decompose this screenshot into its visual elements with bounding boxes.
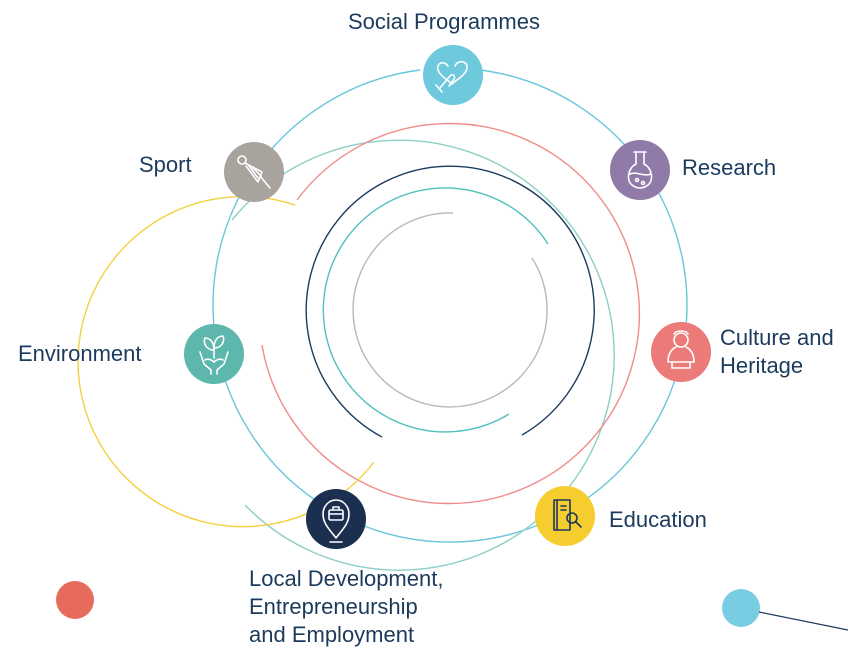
- label-environment: Environment: [18, 341, 142, 366]
- ring-yellow: [77, 195, 375, 528]
- label-sport: Sport: [139, 152, 192, 177]
- label-culture-heritage: Culture and Heritage: [720, 324, 834, 380]
- ring-coral: [261, 122, 641, 505]
- book-magnifier-icon: [553, 499, 582, 531]
- label-research: Research: [682, 155, 777, 180]
- decorative-coral-dot: [56, 581, 94, 619]
- flask-icon: [627, 151, 653, 189]
- sport-node[interactable]: [224, 142, 284, 202]
- social-programmes-node[interactable]: [423, 45, 483, 105]
- decorative-blue-dot: [722, 589, 760, 627]
- rings: [77, 69, 688, 571]
- research-node[interactable]: [610, 140, 670, 200]
- label-education: Education: [609, 507, 707, 532]
- heart-hand-icon: [435, 60, 468, 93]
- ring-inner-teal: [322, 187, 549, 433]
- label-local-development: Local Development, Entrepreneurship and …: [249, 565, 443, 649]
- label-local-line-1: Local Development,: [249, 566, 444, 591]
- decorative-line: [758, 611, 848, 631]
- label-culture-line-1: Culture and: [720, 325, 834, 350]
- shuttlecock-icon: [237, 155, 271, 189]
- education-node[interactable]: [535, 486, 595, 546]
- environment-node[interactable]: [184, 324, 244, 384]
- bust-statue-icon: [667, 330, 695, 369]
- ring-outer-blue: [212, 69, 688, 543]
- ring-teal: [231, 139, 615, 571]
- label-social-programmes: Social Programmes: [348, 9, 540, 34]
- culture-heritage-node[interactable]: [651, 322, 711, 382]
- ring-navy: [305, 165, 595, 438]
- location-pin-bag-icon: [322, 499, 350, 543]
- label-culture-line-2: Heritage: [720, 353, 804, 378]
- label-local-line-3: and Employment: [249, 622, 415, 647]
- label-local-line-2: Entrepreneurship: [249, 594, 418, 619]
- ring-grey: [352, 212, 548, 408]
- hands-plant-icon: [199, 335, 229, 375]
- local-development-node[interactable]: [306, 489, 366, 549]
